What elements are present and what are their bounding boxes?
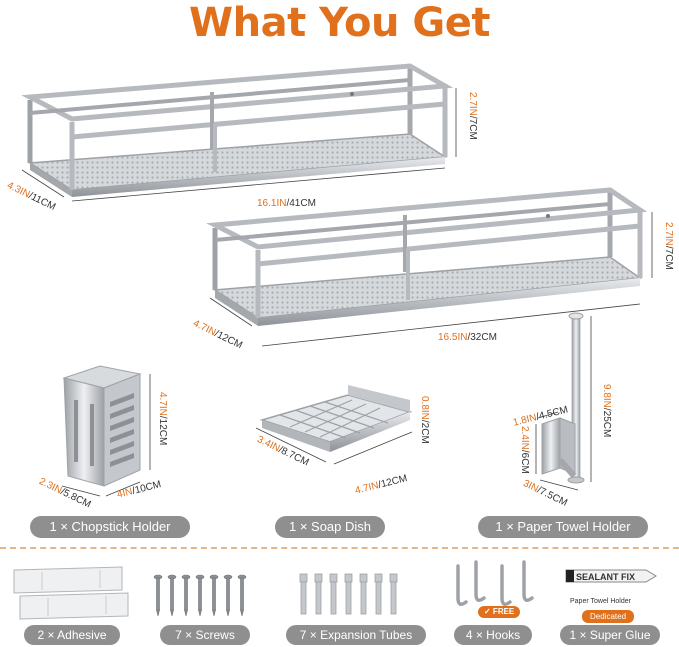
glue-note: Paper Towel Holder [570,598,631,605]
hooks-label: 4 × Hooks [454,625,532,645]
paper-towel-holder-label: 1 × Paper Towel Holder [478,516,648,538]
page-title: What You Get [189,0,490,46]
super-glue-image [565,569,657,583]
soap-dish-image [255,385,413,465]
glue-dedicated-badge: Dedicated [582,610,635,623]
shelf-large-length: 16.1IN/41CM [257,198,316,209]
super-glue-label: 1 × Super Glue [560,625,660,645]
shelf-small-length: 16.5IN/32CM [438,332,497,343]
towel-height: 9.8IN/25CM [601,384,612,438]
expansion-tubes-image [299,573,398,615]
shelf-small-image [206,187,653,347]
free-badge: ✓ FREE [478,606,521,618]
shelf-large-image [21,63,457,202]
glue-brand: SEALANT FIX [576,572,636,582]
screws-label: 7 × Screws [160,625,250,645]
section-divider [0,547,679,549]
paper-towel-holder-image [535,312,592,491]
chopstick-holder-image [61,365,151,497]
chopstick-height: 4.7IN/12CM [157,392,168,446]
adhesive-image [13,566,129,620]
shelf-large-height: 2.7IN/7CM [467,92,478,140]
towel-base-height: 2.4IN/6CM [519,426,530,474]
soap-dish-label: 1 × Soap Dish [275,516,385,538]
chopstick-holder-label: 1 × Chopstick Holder [30,516,190,538]
adhesive-label: 2 × Adhesive [24,625,120,645]
expansion-tubes-label: 7 × Expansion Tubes [286,625,426,645]
shelf-small-height: 2.7IN/7CM [663,222,674,270]
screws-image [153,574,247,617]
hooks-image [456,560,534,606]
soap-height: 0.8IN/2CM [419,396,430,444]
